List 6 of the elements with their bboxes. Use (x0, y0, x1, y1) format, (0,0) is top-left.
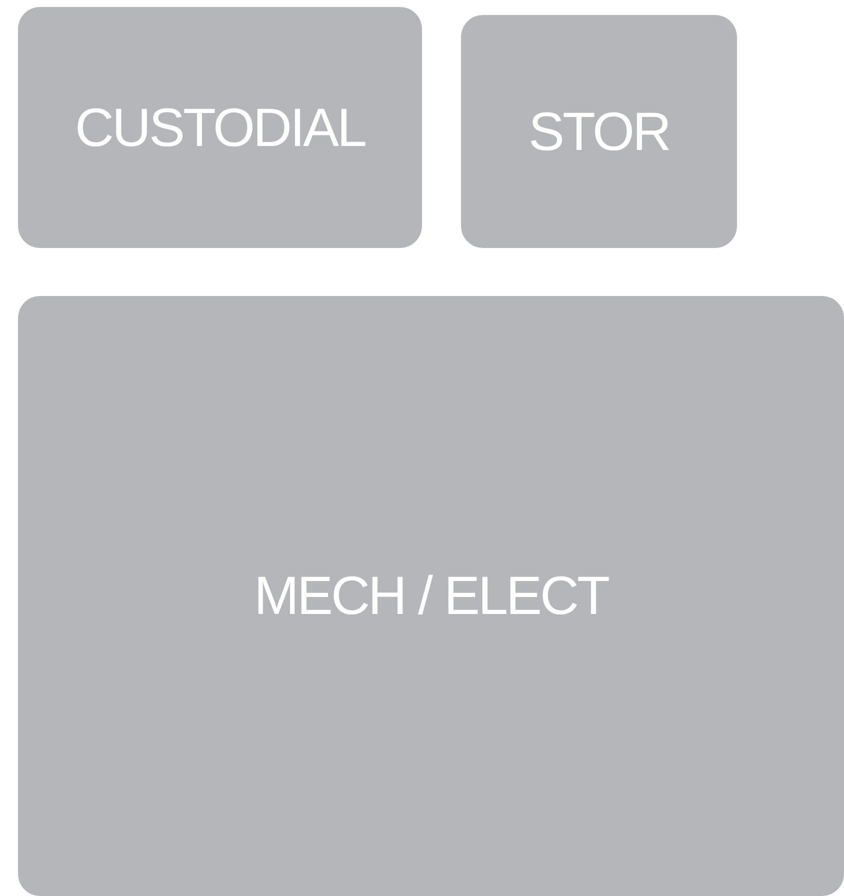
room-block (18, 296, 844, 896)
room-label: CUSTODIAL (74, 100, 366, 154)
room-label: STOR (528, 104, 670, 158)
room-label: MECH / ELECT (254, 569, 608, 623)
room-block (18, 7, 422, 248)
room-block (461, 15, 737, 248)
